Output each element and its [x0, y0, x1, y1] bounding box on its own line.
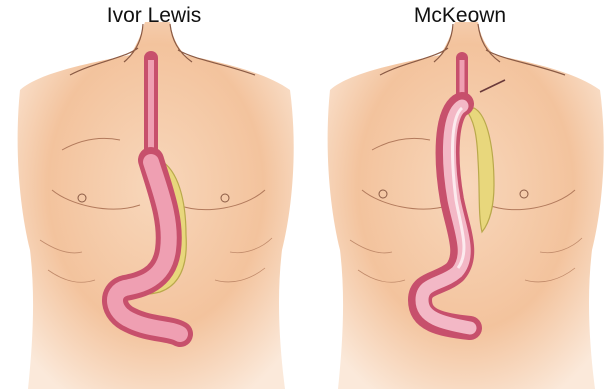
- torso-right: [328, 22, 604, 389]
- torso-left: [18, 22, 294, 389]
